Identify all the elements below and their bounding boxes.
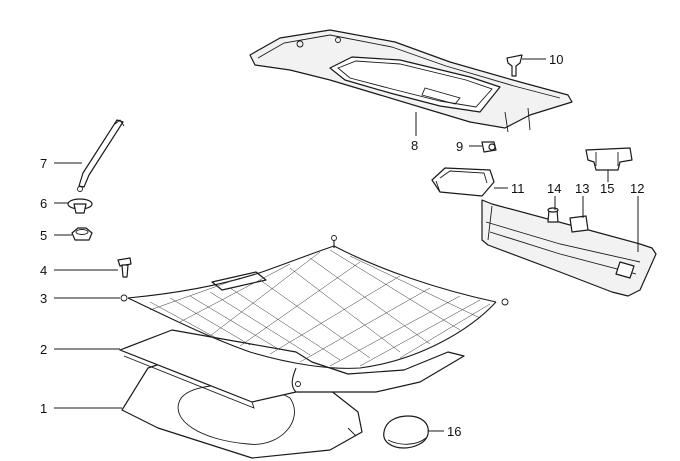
callout-16: 16 — [447, 424, 461, 439]
callout-6: 6 — [40, 196, 47, 211]
callout-9: 9 — [456, 139, 463, 154]
callout-2: 2 — [40, 342, 47, 357]
part-5-grommet — [71, 227, 93, 241]
callout-11: 11 — [511, 181, 525, 196]
callout-12: 12 — [630, 181, 644, 196]
callout-5: 5 — [40, 228, 47, 243]
leader-lines — [54, 58, 639, 432]
callout-4: 4 — [40, 263, 47, 278]
callout-8: 8 — [411, 138, 418, 153]
part-11-housing — [431, 167, 495, 197]
part-3-luggage-net — [120, 235, 509, 393]
part-10-clip — [506, 54, 523, 77]
callout-15: 15 — [600, 181, 614, 196]
part-15-bracket — [585, 147, 633, 171]
net-mesh — [149, 249, 491, 367]
part-14-pin — [547, 207, 559, 223]
callout-1: 1 — [40, 401, 47, 416]
callout-13: 13 — [575, 181, 589, 196]
callout-3: 3 — [40, 291, 47, 306]
part-13-clip — [569, 215, 589, 233]
part-7-strap — [77, 119, 125, 192]
callout-labels: 1 2 3 4 5 6 7 8 9 10 11 12 13 14 15 16 — [40, 52, 644, 439]
callout-7: 7 — [40, 156, 47, 171]
callout-14: 14 — [547, 181, 561, 196]
part-4-screw — [117, 257, 132, 278]
part-8-trunk-lid-trim — [249, 29, 573, 133]
part-6-rivet — [67, 198, 93, 214]
part-12-sill-trim — [481, 199, 657, 297]
part-9-button — [481, 141, 497, 153]
part-16-cap — [383, 415, 429, 449]
callout-10: 10 — [549, 52, 563, 67]
